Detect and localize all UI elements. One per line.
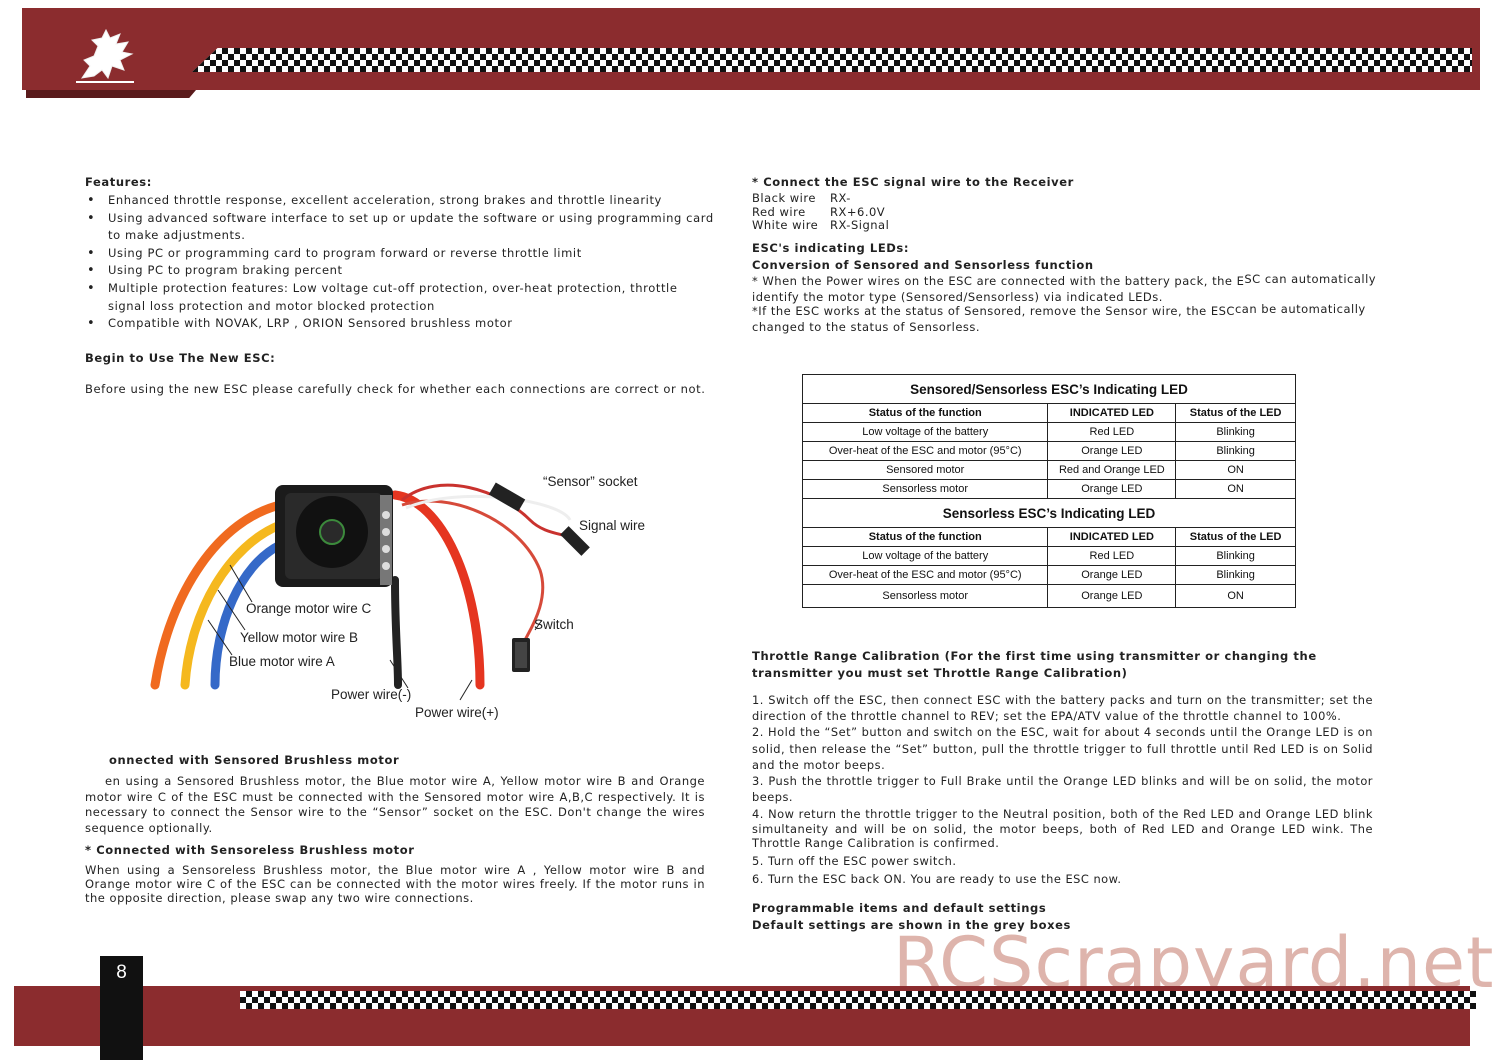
calibration-step: 3. Push the throttle trigger to Full Bra… [752, 774, 1373, 805]
dragon-logo-icon [76, 28, 134, 83]
calibration-heading: Throttle Range Calibration (For the firs… [752, 649, 1317, 680]
sensorless-text: When using a Sensoreless Brushless motor… [85, 863, 705, 905]
conversion-line-2: identify the motor type (Sensored/Sensor… [752, 290, 1163, 304]
feature-item: Using advanced software interface to set… [85, 210, 715, 245]
feature-item: Compatible with NOVAK, LRP , ORION Senso… [85, 315, 715, 333]
table-title: Sensored/Sensorless ESC’s Indicating LED [802, 374, 1296, 404]
sensored-text: en using a Sensored Brushless motor, the… [85, 774, 705, 835]
default-settings-note: Default settings are shown in the grey b… [752, 918, 1071, 932]
feature-item: Using PC or programming card to program … [85, 245, 715, 263]
programmable-heading: Programmable items and default settings [752, 901, 1047, 915]
begin-heading: Begin to Use The New ESC: [85, 351, 276, 365]
table-header: INDICATED LED [1047, 403, 1177, 423]
led-table-sensored: Sensored/Sensorless ESC’s Indicating LED… [801, 374, 1296, 608]
switch-label: Switch [534, 617, 574, 632]
esc-wiring-diagram [150, 482, 590, 701]
led-heading: ESC's indicating LEDs: [752, 241, 910, 255]
features-heading: Features: [85, 175, 152, 189]
power-neg-label: Power wire(-) [331, 687, 412, 702]
sensorless-heading: * Connected with Sensoreless Brushless m… [85, 843, 415, 857]
signal-wire-label: Signal wire [579, 518, 646, 533]
blue-wire-label: Blue motor wire A [229, 654, 335, 669]
yellow-wire-label: Yellow motor wire B [240, 630, 359, 645]
calibration-step: 1. Switch off the ESC, then connect ESC … [752, 693, 1373, 724]
table-header: Status of the LED [1175, 527, 1296, 547]
calibration-step: 5. Turn off the ESC power switch. [752, 853, 957, 868]
feature-item: Multiple protection features: Low voltag… [85, 280, 715, 315]
conversion-heading: Conversion of Sensored and Sensorless fu… [752, 258, 1094, 272]
power-pos-label: Power wire(+) [415, 705, 499, 720]
sensored-heading: onnected with Sensored Brushless motor [109, 753, 400, 767]
orange-wire-label: Orange motor wire C [246, 601, 372, 616]
table-title: Sensorless ESC’s Indicating LED [802, 498, 1296, 528]
receiver-heading: * Connect the ESC signal wire to the Rec… [752, 175, 1074, 189]
table-row: Over-heat of the ESC and motor (95°C)Ora… [801, 441, 1296, 461]
calibration-steps: 1. Switch off the ESC, then connect ESC … [752, 692, 1373, 887]
conversion-line-3: *If the ESC works at the status of Senso… [752, 302, 1366, 318]
table-header: INDICATED LED [1047, 527, 1177, 547]
calibration-step: 6. Turn the ESC back ON. You are ready t… [752, 872, 1122, 887]
calibration-step: 4. Now return the throttle trigger to th… [752, 807, 1373, 851]
table-row: Over-heat of the ESC and motor (95°C)Ora… [801, 565, 1296, 585]
features-list: Enhanced throttle response, excellent ac… [85, 192, 715, 333]
conversion-line-1: * When the Power wires on the ESC are co… [752, 272, 1377, 288]
begin-text: Before using the new ESC please carefull… [85, 382, 706, 396]
conversion-line-4: changed to the status of Sensorless. [752, 320, 981, 334]
page-number: 8 [116, 962, 127, 983]
feature-item: Using PC to program braking percent [85, 262, 715, 280]
page-number-tab [100, 956, 143, 1060]
table-header: Status of the function [801, 527, 1049, 547]
calibration-step: 2. Hold the “Set” button and switch on t… [752, 725, 1373, 772]
table-header: Status of the function [801, 403, 1049, 423]
sensor-socket-label: “Sensor” socket [543, 474, 638, 489]
table-header: Status of the LED [1175, 403, 1296, 423]
feature-item: Enhanced throttle response, excellent ac… [85, 192, 715, 210]
